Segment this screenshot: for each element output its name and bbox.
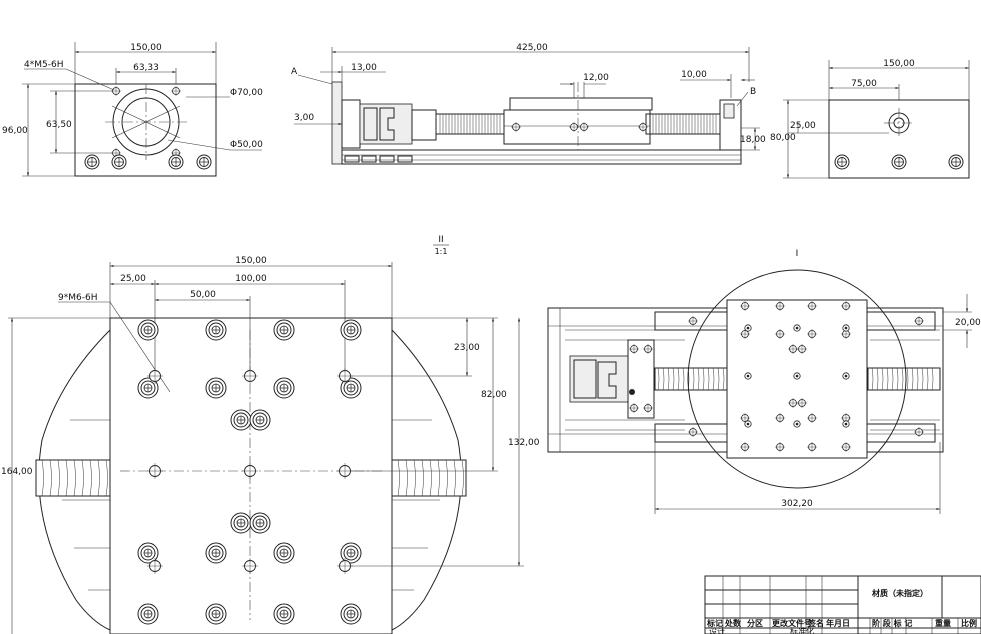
- title-block-material: 材质（未指定）: [872, 588, 928, 598]
- top-left-hole-spacing-dim: 63,33: [133, 63, 159, 73]
- side-total-length: 425,00: [516, 43, 548, 53]
- top-left-outer-diameter: Φ70,00: [230, 88, 263, 98]
- plan-length-dim: 302,20: [781, 499, 813, 509]
- top-left-view: 150,00 63,33 96,00 63,50 4*M5-6H Φ70,00: [2, 42, 263, 177]
- side-left-offset: 13,00: [351, 63, 377, 73]
- title-block: 材质（未指定） 标记 处数 分区 更改文件号 签名 年月日 阶 段 标 记 重量…: [704, 575, 981, 634]
- detail-edge-offset: 25,00: [120, 274, 146, 284]
- title-block-scale-header: 比例: [961, 618, 977, 628]
- title-block-header-4: 更改文件号: [772, 618, 812, 628]
- plan-side-offset: 20,00: [955, 318, 981, 328]
- end-height-dim: 80,00: [770, 133, 796, 143]
- detail-view: II 1:1 150,00 25,00 100,00 50,00 9*M6-6H: [1, 235, 540, 634]
- title-block-header-1: 标记: [706, 618, 723, 628]
- end-half-width-dim: 75,00: [851, 79, 877, 89]
- detail-mid-height: 82,00: [481, 390, 507, 400]
- side-label-b: B: [750, 87, 756, 97]
- detail-thread-note: 9*M6-6H: [58, 293, 97, 303]
- end-view: 150,00 75,00 25,00 80,00: [770, 59, 970, 179]
- detail-width-dim: 150,00: [235, 256, 267, 266]
- side-label-a: A: [291, 67, 298, 77]
- detail-hole-span: 100,00: [235, 274, 267, 284]
- side-view: 425,00: [291, 43, 766, 165]
- end-center-height: 25,00: [790, 121, 816, 131]
- top-left-thread-note: 4*M5-6H: [24, 60, 63, 70]
- side-left-height: 3,00: [294, 113, 314, 123]
- detail-total-hole-height: 132,00: [508, 438, 540, 448]
- end-width-dim: 150,00: [883, 59, 915, 69]
- title-block-standard-label: 标准化: [790, 626, 814, 634]
- detail-scale: 1:1: [435, 247, 448, 256]
- side-right-offset: 10,00: [681, 70, 707, 80]
- detail-top-offset: 23,00: [454, 343, 480, 353]
- side-center-gap: 12,00: [583, 73, 609, 83]
- title-block-header-5: 签名: [807, 618, 824, 628]
- top-left-width-dim: 150,00: [130, 43, 162, 53]
- plan-label: I: [796, 249, 799, 259]
- detail-label: II: [438, 235, 443, 245]
- side-right-height: 18,00: [740, 135, 766, 145]
- title-block-stage-header: 阶 段 标 记: [872, 618, 912, 628]
- top-left-height-dim: 96,00: [2, 126, 28, 136]
- title-block-header-3: 分区: [747, 618, 763, 628]
- top-left-inner-diameter: Φ50,00: [230, 140, 263, 150]
- detail-overall-height: 164,00: [1, 467, 33, 477]
- title-block-header-6: 年月日: [826, 618, 850, 628]
- detail-hole-pitch: 50,00: [190, 290, 216, 300]
- title-block-weight-header: 重量: [935, 618, 951, 628]
- title-block-header-2: 处数: [724, 618, 742, 628]
- top-left-hole-vertical-dim: 63,50: [46, 120, 72, 130]
- title-block-design-label: 设计: [709, 626, 725, 634]
- plan-view: I: [547, 249, 981, 514]
